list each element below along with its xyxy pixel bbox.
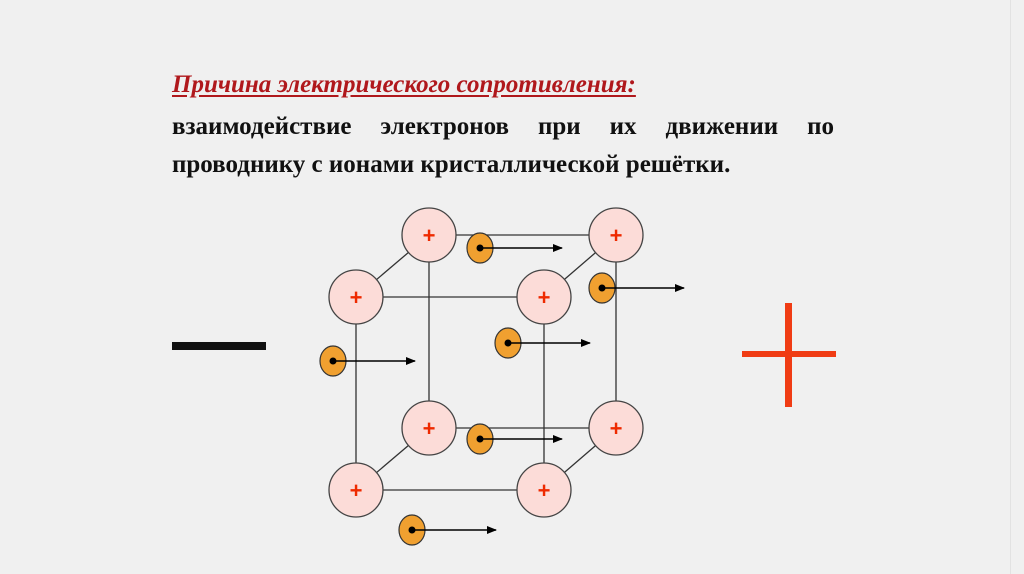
ion-plus-sign: + <box>350 478 363 503</box>
ion-plus-sign: + <box>610 416 623 441</box>
ion-plus-sign: + <box>423 416 436 441</box>
ion: + <box>516 269 572 325</box>
electron <box>319 345 416 377</box>
ion: + <box>401 400 457 456</box>
electron <box>398 514 497 546</box>
ions: + + + + + + + + <box>328 207 644 518</box>
ion-plus-sign: + <box>350 285 363 310</box>
ion-plus-sign: + <box>538 478 551 503</box>
ion: + <box>588 400 644 456</box>
electron <box>494 327 591 359</box>
electron <box>466 232 563 264</box>
ion-plus-sign: + <box>538 285 551 310</box>
plus-icon <box>742 303 836 407</box>
electrons <box>319 232 685 546</box>
ion: + <box>401 207 457 263</box>
electron <box>466 423 563 455</box>
ion: + <box>516 462 572 518</box>
electron <box>588 272 685 304</box>
lattice-edges <box>355 234 617 491</box>
ion: + <box>328 269 384 325</box>
ion: + <box>588 207 644 263</box>
minus-icon <box>172 342 266 350</box>
slide-heading: Причина электрического сопротивления: <box>172 71 636 98</box>
ion-plus-sign: + <box>610 223 623 248</box>
slide-body-text: взаимодействие электронов при их движени… <box>172 113 834 178</box>
slide <box>12 0 1011 574</box>
ion-plus-sign: + <box>423 223 436 248</box>
ion: + <box>328 462 384 518</box>
